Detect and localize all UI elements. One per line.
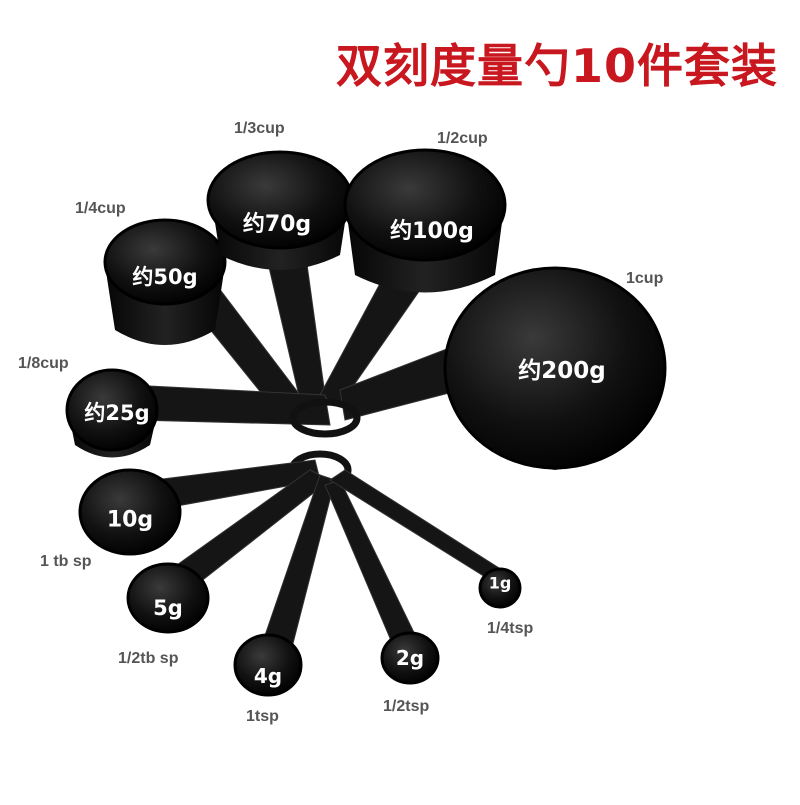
spoon-half-tbsp-size-label: 1/2tb sp [118,650,179,667]
cup-quarter-weight-label: 约50g [132,265,198,289]
spoon-half-tsp-weight-label: 2g [395,646,425,670]
spoon-tbsp-weight-label: 10g [106,507,154,533]
spoon-tbsp-size-label: 1 tb sp [40,553,92,570]
cup-third-weight-label: 约70g [242,212,312,237]
cup-quarter-size-label: 1/4cup [75,200,126,217]
cup-eighth-size-label: 1/8cup [18,355,69,372]
product-title: 双刻度量勺10件套装 [335,39,778,93]
cup-third-size-label: 1/3cup [234,120,285,137]
cup-one [443,266,667,470]
cup-half-size-label: 1/2cup [437,130,488,147]
spoon-tsp-size-label: 1tsp [246,708,279,725]
spoon-tsp-weight-label: 4g [253,664,283,688]
spoon-bowls [78,468,522,697]
cup-half-weight-label: 约100g [390,219,474,244]
cup-one-size-label: 1cup [626,270,664,287]
spoon-quarter-tsp-weight-label: 1g [488,573,512,593]
cup-third [206,150,354,270]
cup-eighth-weight-label: 约25g [84,401,150,425]
cup-half [343,148,507,293]
cup-eighth [65,368,159,458]
spoon-handles [154,459,512,656]
cup-one-weight-label: 约200g [518,358,606,384]
spoon-half-tsp-size-label: 1/2tsp [383,698,430,715]
spoon-half-tbsp-weight-label: 5g [153,596,183,620]
spoon-quarter-tsp-size-label: 1/4tsp [487,620,534,637]
cup-quarter [103,218,227,345]
